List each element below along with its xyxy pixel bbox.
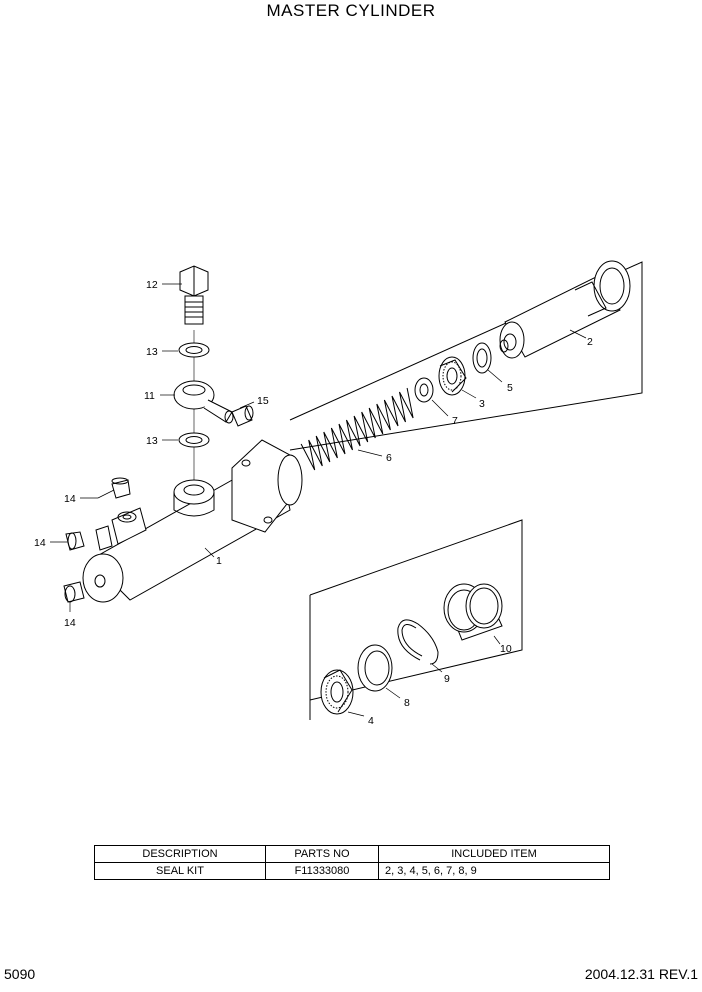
part-14-plug-top: [111, 477, 131, 499]
part-8-backup-ring: [357, 644, 393, 692]
part-2-piston: [499, 260, 631, 359]
header-description: DESCRIPTION: [94, 845, 266, 863]
callout-13-lower: 13: [146, 435, 158, 447]
cell-parts-no: F11333080: [265, 862, 379, 880]
part-5-washer: [472, 342, 492, 374]
lower-kit-frame: [309, 519, 523, 701]
callout-14-top: 14: [64, 493, 76, 505]
callout-5: 5: [507, 382, 513, 394]
part-7-seal: [414, 377, 434, 403]
callout-2: 2: [587, 336, 593, 348]
part-3-cup-seal: [438, 356, 467, 396]
part-10-sleeve: [443, 583, 503, 641]
header-parts-no: PARTS NO: [265, 845, 379, 863]
part-14-plug-bottom: [63, 581, 85, 603]
callout-6: 6: [386, 452, 392, 464]
seal-kit-table: DESCRIPTION PARTS NO INCLUDED ITEM SEAL …: [94, 845, 610, 880]
upper-kit-frame: [289, 261, 643, 451]
part-13-washer-lower: [178, 432, 210, 448]
part-15-cap: [231, 405, 254, 427]
cell-included-item: 2, 3, 4, 5, 6, 7, 8, 9: [378, 862, 610, 880]
part-14-plug-middle: [65, 531, 85, 551]
callout-4: 4: [368, 715, 374, 727]
callouts: 12 13 11 15 13 14 14 14 1 6 7 3 5 2 10 9…: [34, 279, 593, 727]
part-1-cylinder-body: [82, 439, 303, 603]
callout-14-bottom: 14: [64, 617, 76, 629]
header-included-item: INCLUDED ITEM: [378, 845, 610, 863]
callout-12: 12: [146, 279, 158, 291]
callout-13-upper: 13: [146, 346, 158, 358]
cell-description: SEAL KIT: [94, 862, 266, 880]
leader-lines: [50, 283, 587, 717]
part-12-bolt: [179, 265, 209, 325]
table-row: SEAL KIT F11333080 2, 3, 4, 5, 6, 7, 8, …: [94, 862, 610, 880]
part-9-snap-ring: [397, 619, 439, 665]
callout-11: 11: [144, 390, 155, 402]
callout-3: 3: [479, 398, 485, 410]
part-11-banjo-fitting: [173, 380, 234, 424]
table-header-row: DESCRIPTION PARTS NO INCLUDED ITEM: [94, 845, 610, 863]
part-4-cup-seal: [320, 669, 354, 715]
callout-15: 15: [257, 395, 269, 407]
callout-7: 7: [452, 415, 458, 427]
callout-10: 10: [500, 643, 512, 655]
page-number: 5090: [4, 966, 36, 982]
page-title: MASTER CYLINDER: [266, 1, 436, 20]
callout-14-middle: 14: [34, 537, 46, 549]
callout-8: 8: [404, 697, 410, 709]
callout-1: 1: [216, 555, 222, 567]
callout-9: 9: [444, 673, 450, 685]
part-13-washer-upper: [178, 342, 210, 358]
part-6-spring: [300, 387, 414, 471]
revision-date: 2004.12.31 REV.1: [584, 966, 698, 982]
